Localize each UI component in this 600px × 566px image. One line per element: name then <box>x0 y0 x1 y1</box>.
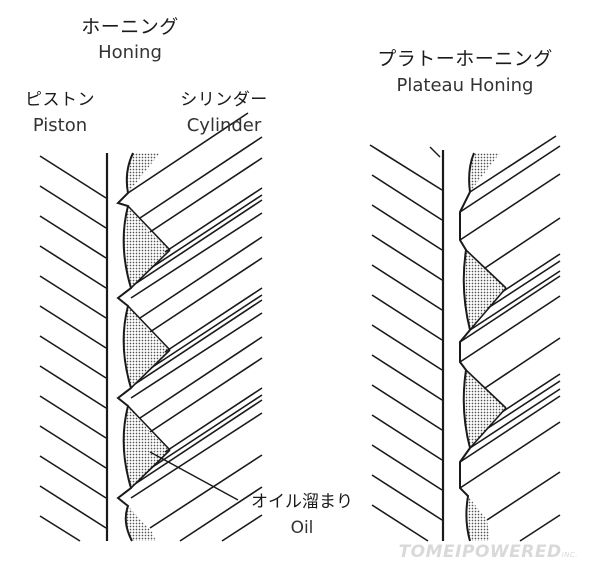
piston-label-jp: ピストン <box>25 90 95 110</box>
plateau-piston-hatching <box>369 144 443 542</box>
honing-panel <box>39 112 263 542</box>
cylinder-wall-honed <box>116 152 134 542</box>
honing-title-jp: ホーニング <box>81 16 179 38</box>
plateau-title-jp: プラトーホーニング <box>377 48 553 70</box>
cylinder-hatching <box>127 112 263 542</box>
plateau-title-en: Plateau Honing <box>396 75 534 96</box>
plateau-honing-panel <box>369 135 561 542</box>
oil-label-jp: オイル溜まり <box>251 492 353 512</box>
watermark-text: TOMEIPOWERED <box>398 542 562 562</box>
oil-leader-line <box>149 451 239 501</box>
plateau-cylinder-hatching <box>459 135 561 542</box>
oil-reservoirs <box>123 153 170 541</box>
cylinder-label-en: Cylinder <box>186 115 262 136</box>
honing-title-en: Honing <box>98 42 162 63</box>
tomeipowered-watermark: TOMEIPOWEREDINC. <box>399 542 578 562</box>
piston-hatching <box>39 155 107 542</box>
watermark-suffix: INC. <box>561 551 578 559</box>
oil-label-en: Oil <box>290 518 314 538</box>
cylinder-label-jp: シリンダー <box>180 90 268 110</box>
piston-label-en: Piston <box>32 115 88 136</box>
plateau-oil-reservoirs <box>463 153 506 541</box>
